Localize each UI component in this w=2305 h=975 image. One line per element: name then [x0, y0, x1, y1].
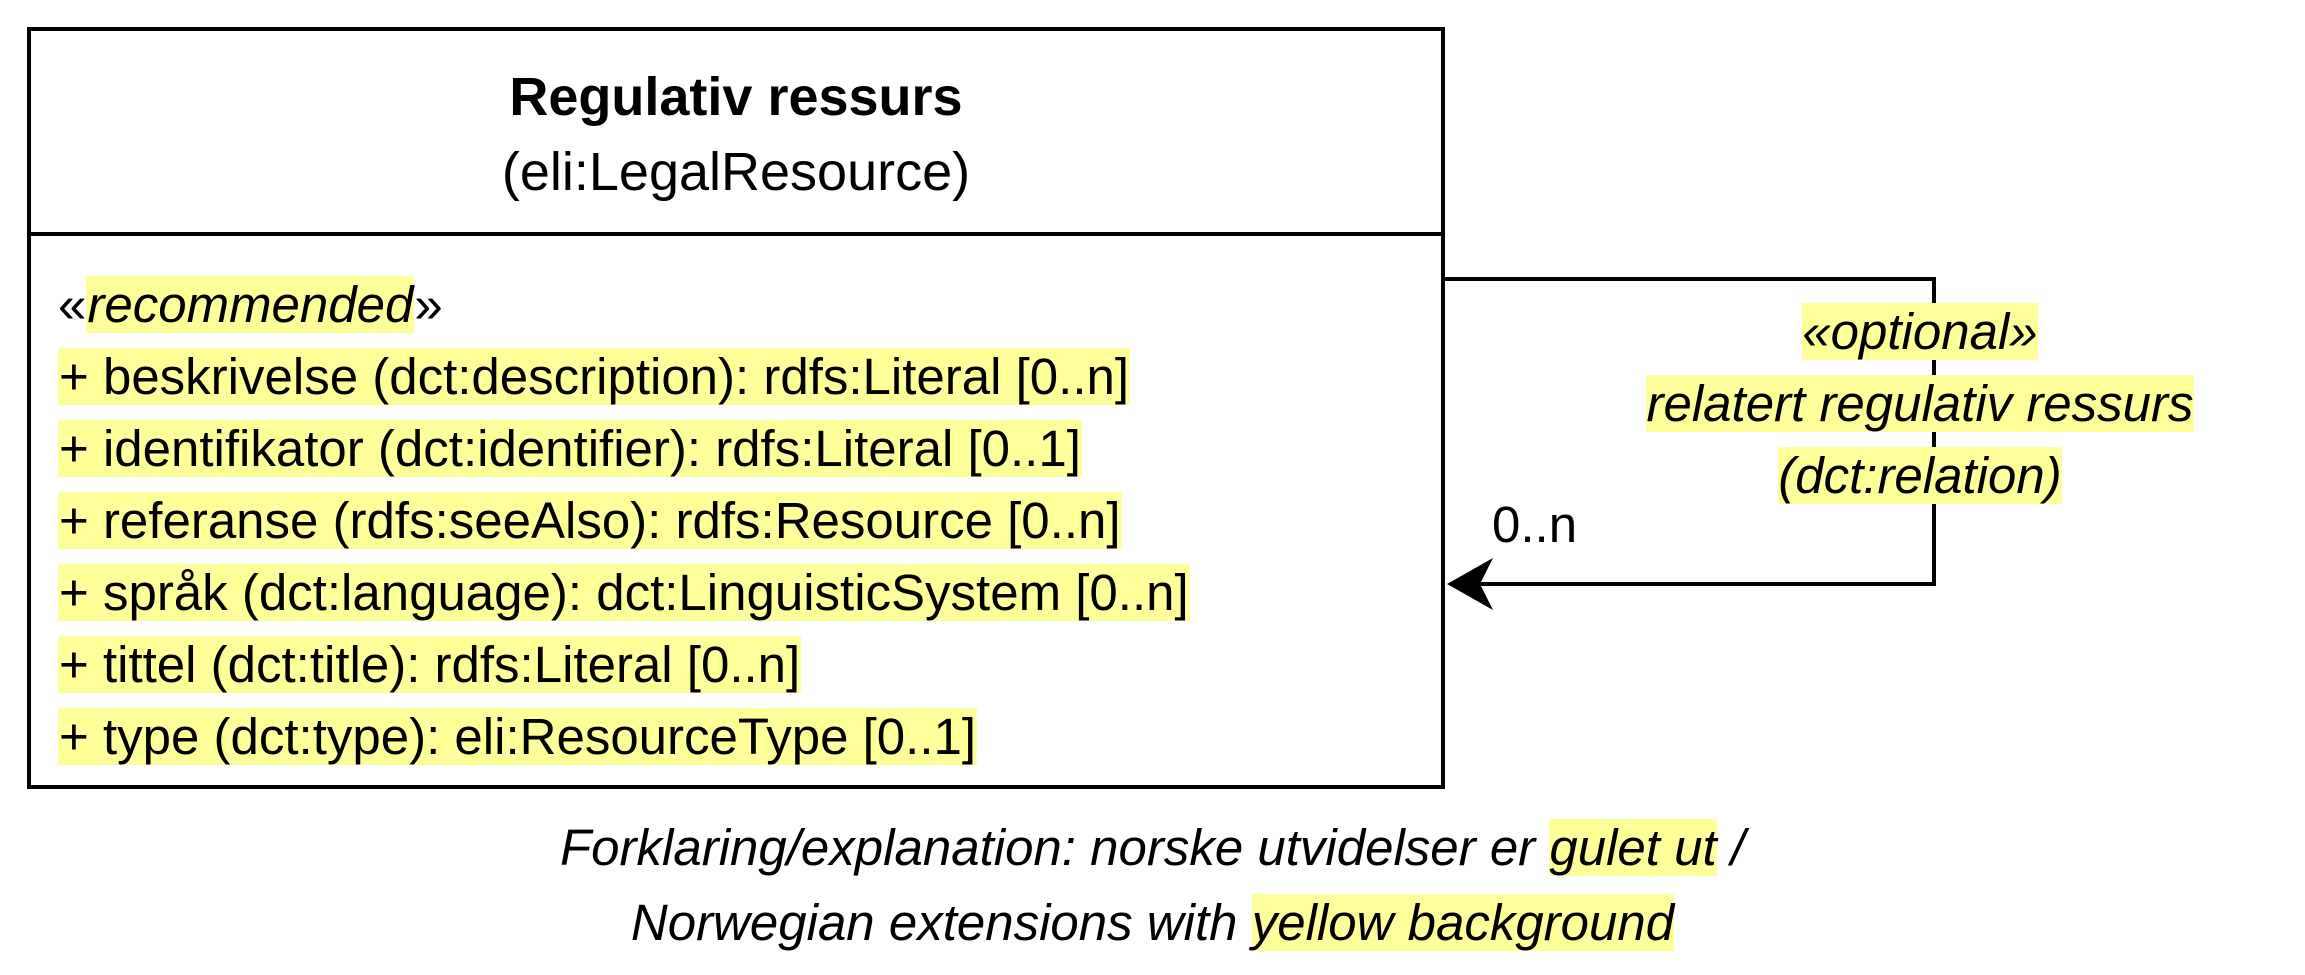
attribute-beskrivelse: + beskrivelse (dct:description): rdfs:Li… — [58, 341, 1190, 413]
attribute-list: «recommended» + beskrivelse (dct:descrip… — [58, 269, 1190, 773]
arrowhead — [1447, 558, 1493, 610]
attribute-text: + tittel (dct:title): rdfs:Literal [0..n… — [58, 636, 802, 693]
attribute-tittel: + tittel (dct:title): rdfs:Literal [0..n… — [58, 629, 1190, 701]
attribute-sprak: + språk (dct:language): dct:LinguisticSy… — [58, 557, 1190, 629]
relation-multiplicity: 0..n — [1492, 496, 1578, 553]
relation-uri-line: (dct:relation) — [1570, 440, 2270, 512]
stereotype-close: » — [414, 276, 443, 333]
attribute-text: + type (dct:type): eli:ResourceType [0..… — [58, 708, 978, 765]
relation-name: relatert regulativ ressurs — [1646, 375, 2194, 432]
stereotype-open: « — [58, 276, 87, 333]
attribute-text: + referanse (rdfs:seeAlso): rdfs:Resourc… — [58, 492, 1122, 549]
relation-label: «optional» relatert regulativ ressurs (d… — [1570, 296, 2270, 512]
relation-stereotype: «optional» — [1802, 303, 2038, 360]
class-header: Regulativ ressurs (eli:LegalResource) — [31, 31, 1441, 236]
relation-uri: (dct:relation) — [1778, 447, 2062, 504]
class-name: Regulativ ressurs — [509, 67, 963, 127]
legend-line2-highlight: yellow background — [1251, 894, 1675, 951]
legend-line2-prefix: Norwegian extensions with — [630, 894, 1252, 951]
attribute-referanse: + referanse (rdfs:seeAlso): rdfs:Resourc… — [58, 485, 1190, 557]
attribute-text: + beskrivelse (dct:description): rdfs:Li… — [58, 348, 1131, 405]
relation-stereotype-line: «optional» — [1570, 296, 2270, 368]
legend-line-2: Norwegian extensions with yellow backgro… — [0, 885, 2305, 960]
attribute-text: + språk (dct:language): dct:LinguisticSy… — [58, 564, 1190, 621]
legend-line-1: Forklaring/explanation: norske utvidelse… — [0, 810, 2305, 885]
class-uri: (eli:LegalResource) — [501, 142, 971, 202]
attribute-type: + type (dct:type): eli:ResourceType [0..… — [58, 701, 1190, 773]
legend: Forklaring/explanation: norske utvidelse… — [0, 810, 2305, 960]
relation-name-line: relatert regulativ ressurs — [1570, 368, 2270, 440]
legend-line1-highlight: gulet ut — [1549, 819, 1717, 876]
legend-line1-prefix: Forklaring/explanation: norske utvidelse… — [560, 819, 1550, 876]
stereotype-text: recommended — [86, 276, 415, 333]
attribute-identifikator: + identifikator (dct:identifier): rdfs:L… — [58, 413, 1190, 485]
legend-line1-suffix: / — [1716, 819, 1745, 876]
class-box-regulativ-ressurs: Regulativ ressurs (eli:LegalResource) «r… — [27, 27, 1445, 789]
attribute-text: + identifikator (dct:identifier): rdfs:L… — [58, 420, 1082, 477]
stereotype-recommended: «recommended» — [58, 269, 1190, 341]
